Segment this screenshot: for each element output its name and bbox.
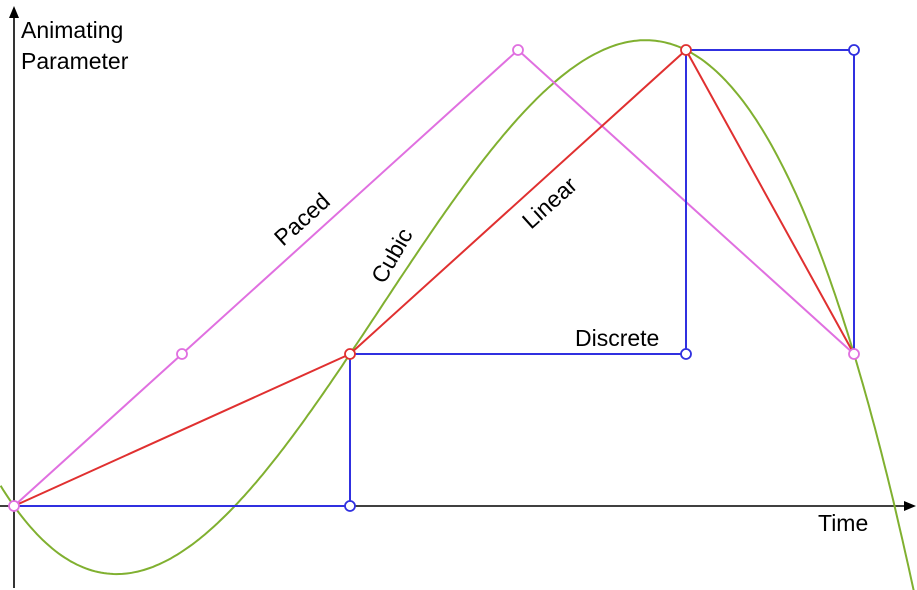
paced-label: Paced — [269, 188, 335, 251]
discrete-label: Discrete — [575, 325, 659, 351]
cubic-curve — [0, 39, 915, 590]
paced-marker — [8, 500, 20, 512]
cubic-label: Cubic — [366, 224, 418, 288]
discrete-marker — [680, 348, 692, 360]
linear-marker — [680, 44, 692, 56]
linear-curve — [13, 49, 855, 507]
keyframe-markers — [8, 44, 860, 512]
linear-label: Linear — [517, 171, 582, 233]
y-axis-label-line1: Animating — [21, 17, 123, 43]
paced-marker — [176, 348, 188, 360]
discrete-marker — [344, 500, 356, 512]
x-axis-label: Time — [818, 510, 868, 536]
paced-marker — [848, 348, 860, 360]
x-axis-arrowhead — [904, 501, 916, 511]
axes — [0, 6, 916, 588]
linear-marker — [344, 348, 356, 360]
y-axis-label-line2: Parameter — [21, 48, 129, 74]
discrete-marker — [848, 44, 860, 56]
paced-marker — [512, 44, 524, 56]
y-axis-arrowhead — [9, 6, 19, 18]
curves — [0, 39, 915, 590]
